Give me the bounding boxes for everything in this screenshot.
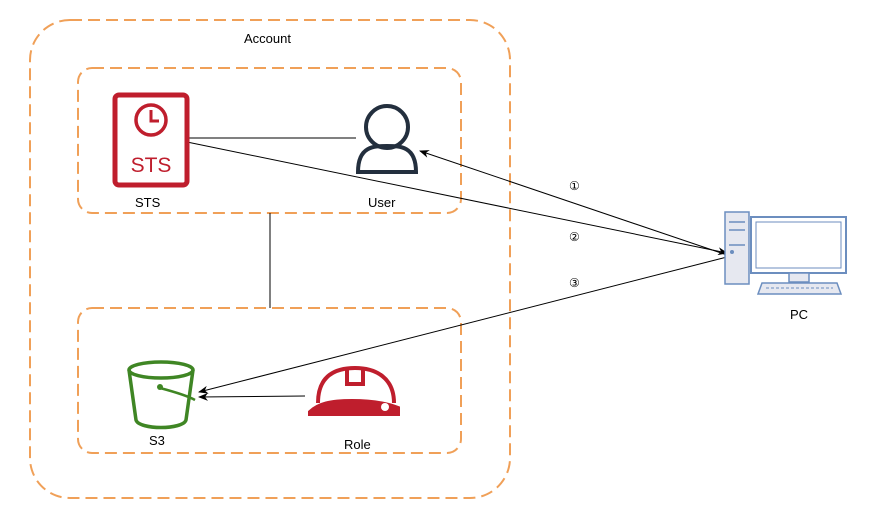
step-1-label: ① xyxy=(569,179,580,193)
role-s3-arrow xyxy=(198,392,306,401)
resource-group xyxy=(77,307,462,454)
role-label: Role xyxy=(344,437,371,452)
account-label: Account xyxy=(244,31,291,46)
arrow-step-3 xyxy=(198,256,728,394)
pc-label: PC xyxy=(790,307,809,322)
step-3-label: ③ xyxy=(569,276,580,290)
sts-badge-text: STS xyxy=(131,154,172,177)
desktop-computer-icon xyxy=(724,211,847,295)
account-group xyxy=(29,19,511,499)
sts-label: STS xyxy=(135,195,161,210)
s3-bucket-icon xyxy=(127,360,196,430)
arrow-step-2 xyxy=(186,141,728,256)
user-label: User xyxy=(368,195,396,210)
hard-hat-role-icon xyxy=(308,365,400,416)
arrow-step-1 xyxy=(419,150,728,256)
step-2-label: ② xyxy=(569,230,580,244)
sts-clock-document-icon: STS xyxy=(112,92,190,188)
s3-label: S3 xyxy=(149,433,165,448)
user-icon xyxy=(355,104,419,174)
